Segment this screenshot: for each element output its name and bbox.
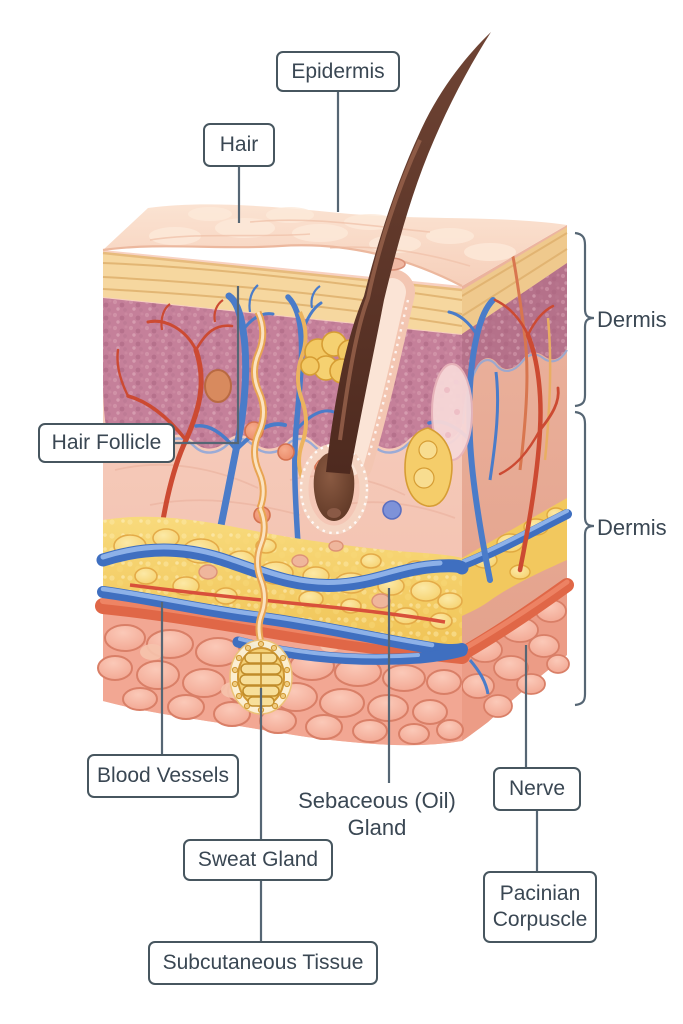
leader-lines: [160, 92, 595, 941]
nerve-fibre: [296, 311, 308, 479]
label-dermis-lower: Dermis: [597, 515, 667, 540]
hair-shaft: [326, 32, 491, 474]
hair-follicle: [299, 32, 491, 535]
bracket-dermis-upper: [574, 231, 595, 408]
label-blood-vessels: Blood Vessels: [87, 754, 239, 798]
label-sebaceous-gland: Sebaceous (Oil) Gland: [298, 788, 456, 840]
label-epidermis: Epidermis: [276, 51, 400, 92]
label-nerve: Nerve: [493, 767, 581, 811]
bracket-dermis-lower: [574, 410, 595, 707]
block-side-face: [455, 225, 574, 741]
label-hair: Hair: [203, 123, 275, 167]
block-front-face: [95, 250, 560, 746]
label-pacinian-corpuscle: Pacinian Corpuscle: [483, 871, 597, 943]
vessel-orange-band: [95, 598, 470, 664]
label-hair-follicle: Hair Follicle: [38, 423, 175, 463]
sweat-gland: [229, 506, 293, 715]
label-dermis-upper: Dermis: [597, 307, 667, 332]
label-sweat-gland: Sweat Gland: [183, 839, 333, 881]
label-subcutaneous-tissue: Subcutaneous Tissue: [148, 941, 378, 985]
leader-hair-follicle: [175, 286, 240, 445]
blue-cell: [382, 500, 402, 520]
vein-center: [285, 294, 336, 563]
